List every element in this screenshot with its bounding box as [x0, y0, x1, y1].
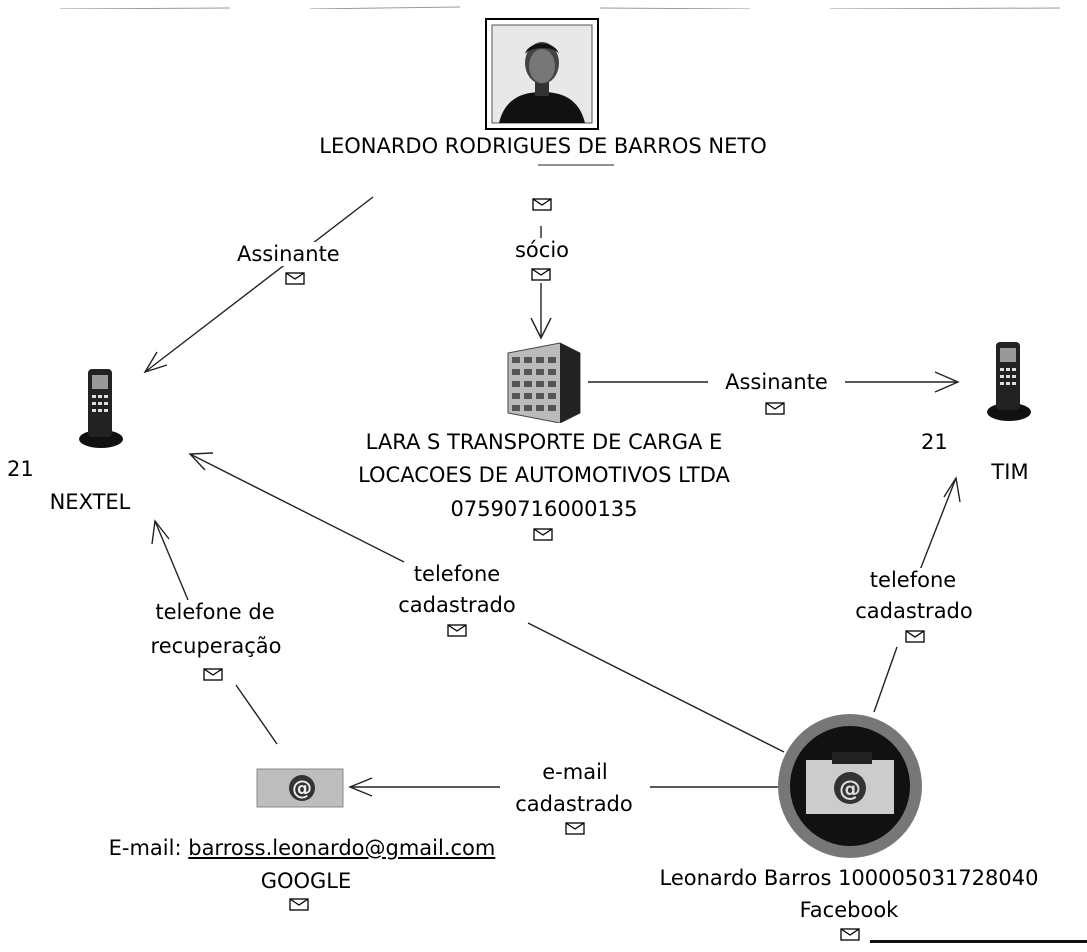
- svg-text:@: @: [839, 777, 861, 802]
- envelope-icon[interactable]: [905, 630, 925, 643]
- nextel-node[interactable]: [76, 367, 126, 449]
- envelope-icon[interactable]: [532, 198, 552, 211]
- phone-icon: [79, 369, 123, 448]
- edge-label-person-nextel: Assinante: [236, 242, 341, 266]
- envelope-icon[interactable]: [289, 898, 309, 911]
- person-name: LEONARDO RODRIGUES DE BARROS NETO: [319, 134, 767, 158]
- edge-label-facebook-tim-2: cadastrado: [846, 599, 982, 623]
- google-email-prefix: E-mail:: [108, 836, 182, 860]
- google-email-link[interactable]: barross.leonardo@gmail.com: [188, 836, 496, 860]
- facebook-line2: Facebook: [799, 898, 899, 922]
- person-node[interactable]: [485, 18, 599, 130]
- email-at-icon: @: [256, 768, 344, 808]
- edge-google-nextel-b: [154, 520, 189, 601]
- edge-label-google-nextel-1: telefone de: [142, 600, 288, 624]
- edge-label-facebook-google-1: e-mail: [534, 760, 616, 784]
- envelope-icon[interactable]: [285, 272, 305, 285]
- arrowhead-nextel-2: [188, 452, 214, 471]
- tim-ddd: 21: [921, 430, 948, 454]
- edge-label-google-nextel-2: recuperação: [134, 634, 298, 658]
- edge-facebook-nextel-a: [527, 622, 785, 753]
- phone-icon: [987, 342, 1031, 421]
- nextel-ddd: 21: [7, 457, 34, 481]
- company-cnpj: 07590716000135: [450, 497, 638, 521]
- arrowhead-tim-2: [943, 476, 961, 503]
- envelope-icon[interactable]: [840, 928, 860, 941]
- edge-label-facebook-nextel-2: cadastrado: [390, 593, 524, 617]
- edge-label-facebook-tim-1: telefone: [860, 568, 966, 592]
- svg-text:@: @: [292, 776, 312, 800]
- scan-top-border: [59, 6, 1061, 9]
- envelope-icon[interactable]: [565, 822, 585, 835]
- google-name: GOOGLE: [260, 869, 352, 893]
- edge-facebook-tim-a: [873, 646, 898, 713]
- arrowhead-nextel-1: [143, 351, 168, 374]
- arrowhead-tim-1: [934, 371, 960, 393]
- person-name-underline: [538, 164, 614, 166]
- building-icon: [507, 342, 581, 424]
- nextel-name: NEXTEL: [49, 490, 131, 514]
- envelope-icon[interactable]: [447, 624, 467, 637]
- tim-name: TIM: [991, 460, 1029, 484]
- person-photo-icon: [485, 18, 599, 130]
- edge-label-facebook-google-2: cadastrado: [500, 792, 648, 816]
- edge-facebook-nextel-b: [189, 453, 405, 563]
- facebook-avatar-icon: @: [778, 714, 922, 858]
- edge-person-nextel: [144, 196, 374, 373]
- envelope-icon[interactable]: [765, 402, 785, 415]
- google-email-line: E-mail: barross.leonardo@gmail.com: [76, 836, 528, 860]
- company-node[interactable]: [500, 339, 588, 424]
- arrowhead-company: [530, 317, 552, 340]
- edge-label-company-tim: Assinante: [708, 370, 845, 394]
- arrowhead-google: [348, 777, 373, 797]
- edge-google-nextel-a: [235, 684, 278, 745]
- google-node[interactable]: @: [256, 768, 344, 808]
- edge-label-facebook-nextel-1: telefone: [404, 562, 510, 586]
- edge-label-person-company: sócio: [507, 238, 577, 262]
- arrowhead-nextel-3: [151, 519, 170, 545]
- facebook-node[interactable]: @: [776, 712, 924, 860]
- company-name-line1: LARA S TRANSPORTE DE CARGA E: [365, 430, 723, 454]
- scan-bottom-border: [870, 940, 1087, 943]
- company-name-line2: LOCACOES DE AUTOMOTIVOS LTDA: [358, 463, 730, 487]
- facebook-line1: Leonardo Barros 100005031728040: [659, 866, 1039, 890]
- tim-node[interactable]: [984, 340, 1034, 422]
- envelope-icon[interactable]: [203, 668, 223, 681]
- edge-facebook-tim-b: [919, 477, 957, 571]
- envelope-icon[interactable]: [531, 268, 551, 281]
- envelope-icon[interactable]: [533, 528, 553, 541]
